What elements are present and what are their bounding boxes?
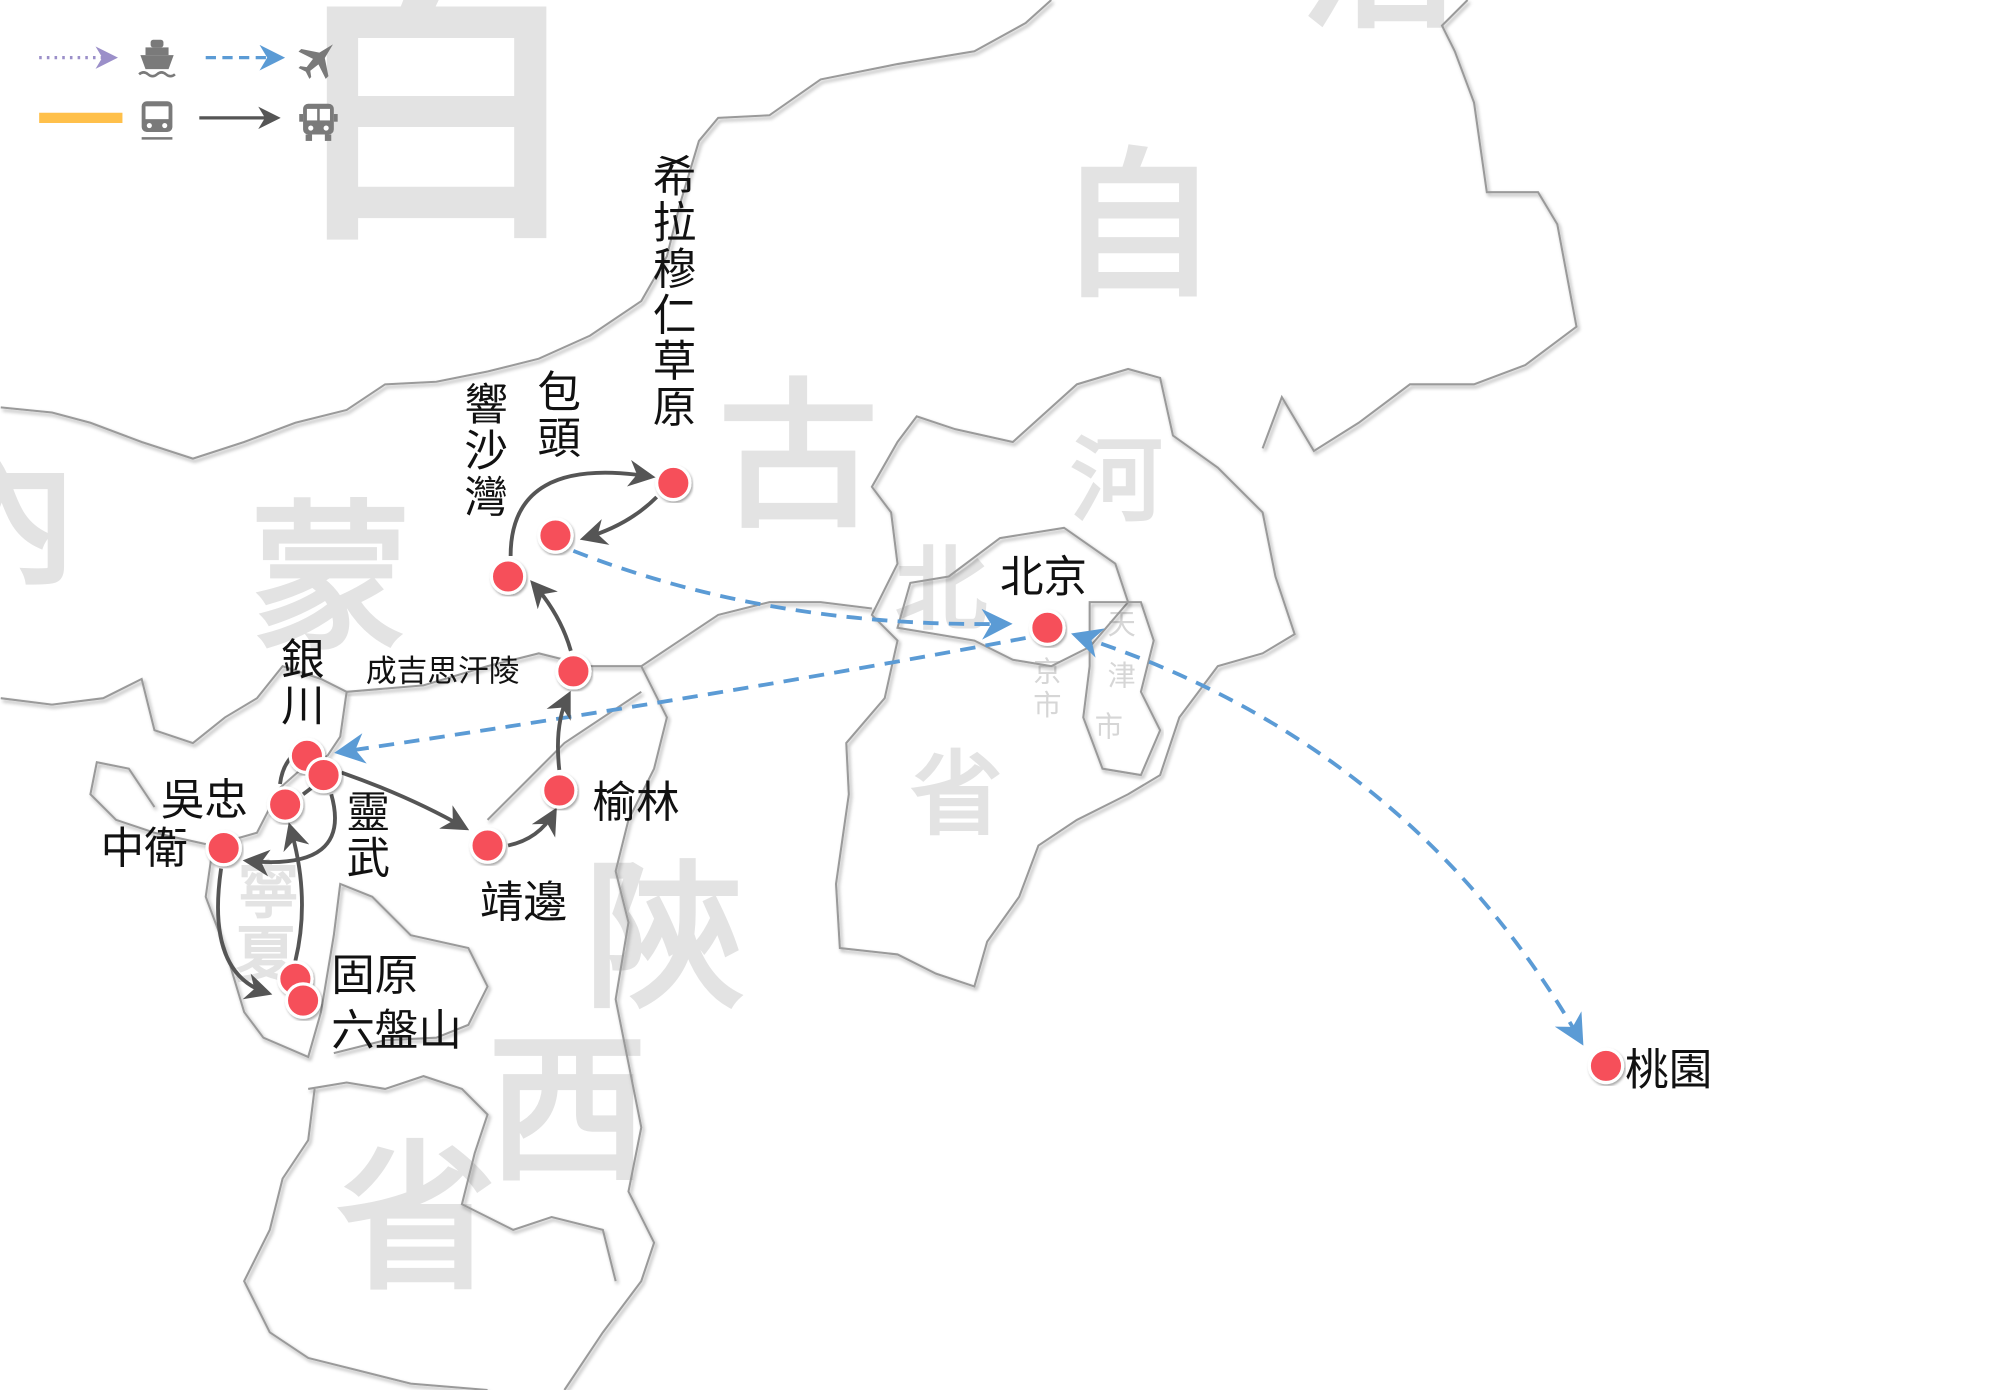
label-liupanshan: 六盤山 — [331, 1006, 462, 1056]
marker-yulin[interactable] — [541, 772, 578, 809]
label-yinchuan: 銀川 — [273, 637, 324, 729]
flight-beijing-taoyuan — [1071, 628, 1584, 1046]
legend-train-line — [39, 112, 123, 123]
marker-liupanshan[interactable] — [284, 982, 322, 1019]
airplane-icon — [298, 44, 333, 79]
place-markers — [205, 464, 1625, 1085]
label-baotou: 包頭 — [529, 369, 580, 461]
flight-routes — [334, 549, 1584, 1046]
label-jingbian: 靖邊 — [480, 878, 567, 928]
label-beijing: 北京 — [1000, 553, 1087, 603]
road-xiangshawan-xilamuren — [508, 459, 656, 557]
place-labels: 希拉穆仁草原 包頭 響沙灣 成吉思汗陵 榆林 靖邊 銀川 靈武 吳忠 中衛 固原… — [101, 154, 1713, 1096]
label-yulin: 榆林 — [593, 778, 680, 828]
legend — [39, 39, 338, 141]
marker-xilamuren[interactable] — [655, 464, 692, 502]
marker-baotou[interactable] — [537, 517, 574, 554]
marker-xiangshawan[interactable] — [489, 558, 527, 595]
road-lingwu-jingbian — [340, 770, 470, 831]
ship-icon — [138, 39, 176, 78]
road-yulin-chengjisi — [546, 690, 571, 771]
road-routes — [216, 459, 659, 1000]
label-guyuan: 固原 — [331, 951, 418, 1001]
region-char: 河 — [1070, 426, 1162, 534]
flight-baotou-beijing — [572, 549, 1013, 640]
region-char: 古 — [718, 363, 878, 550]
region-char: 蒙 — [251, 485, 411, 672]
marker-beijing[interactable] — [1029, 609, 1066, 646]
region-char: 省 — [910, 740, 1002, 848]
flight-beijing-yinchuan — [334, 636, 1026, 764]
marker-wuzhong[interactable] — [266, 786, 304, 823]
region-char: 天 — [1108, 608, 1136, 641]
province-boundaries — [0, 0, 1578, 1390]
region-char: 白 — [289, 0, 584, 281]
label-lingwu: 靈武 — [338, 789, 389, 881]
road-chengjisi-xiangshawan — [530, 580, 573, 652]
region-char: 內 — [0, 428, 78, 607]
region-char: 市 — [1033, 689, 1061, 722]
marker-lingwu[interactable] — [305, 756, 342, 794]
region-char: 治 — [1301, 0, 1461, 51]
label-zhongwei: 中衛 — [101, 824, 188, 874]
region-char: 西 — [488, 1017, 648, 1204]
region-char: 京 — [1033, 656, 1061, 689]
label-wuzhong: 吳忠 — [161, 776, 248, 826]
region-char: 寧 — [238, 855, 299, 927]
label-xilamuren: 希拉穆仁草原 — [644, 154, 695, 431]
road-jingbian-yulin — [507, 807, 557, 848]
label-taoyuan: 桃園 — [1625, 1046, 1712, 1096]
region-labels: 白 內 蒙 古 自 治 河 北 省 陝 西 省 寧 夏 京 市 天 津 市 — [0, 0, 1461, 1313]
marker-taoyuan[interactable] — [1587, 1047, 1625, 1085]
train-icon — [141, 101, 173, 140]
region-char: 津 — [1108, 659, 1136, 692]
road-xilamuren-baotou — [579, 495, 659, 545]
label-xiangshawan: 響沙灣 — [456, 382, 507, 520]
road-lingwu-zhongwei — [242, 793, 337, 877]
region-char: 市 — [1095, 711, 1123, 744]
marker-jingbian[interactable] — [469, 827, 506, 864]
region-char: 北 — [895, 535, 987, 643]
region-char: 陝 — [584, 844, 744, 1031]
marker-chengjisi[interactable] — [555, 653, 592, 690]
region-char: 自 — [1058, 133, 1218, 320]
label-chengjisi: 成吉思汗陵 — [366, 654, 520, 690]
marker-zhongwei[interactable] — [205, 829, 242, 867]
road-zhongwei-guyuan — [216, 868, 273, 1000]
road-guyuan-wuzhong — [283, 822, 310, 962]
bus-icon — [299, 103, 338, 141]
region-char: 省 — [336, 1126, 496, 1313]
